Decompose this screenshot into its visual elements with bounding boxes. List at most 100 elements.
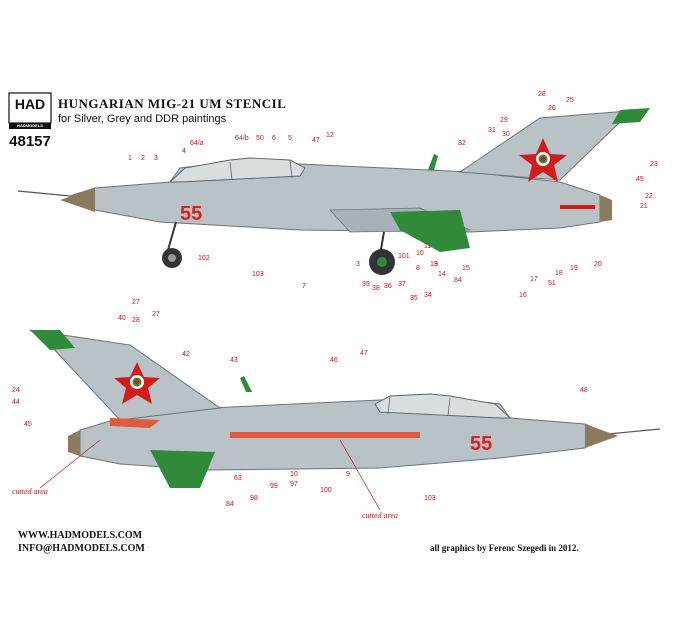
hadmodels-logo — [8, 92, 52, 129]
callout-top-24: 18 — [555, 270, 563, 277]
exhaust-nozzle — [600, 195, 612, 222]
product-code: 48157 — [9, 133, 51, 150]
callout-top-30: 14 — [438, 271, 446, 278]
credit-text: all graphics by Ferenc Szegedi in 2012. — [430, 543, 579, 553]
callout-top-20: 22 — [645, 193, 653, 200]
sheet-title: HUNGARIAN MIG-21 UM STENCIL — [58, 96, 287, 111]
tactical-number-top: 55 — [180, 203, 202, 225]
callout-top-36: 9 — [434, 261, 438, 268]
callout-top-4: 64/a — [190, 140, 204, 147]
stabilizer-green-bottom — [150, 450, 215, 488]
logo-subtext: HADMODELS — [17, 123, 43, 128]
callout-top-26: 16 — [519, 292, 527, 299]
website-text: WWW.HADMODELS.COM — [18, 530, 143, 541]
exhaust-nozzle-bottom — [68, 430, 80, 456]
callout-top-8: 5 — [288, 135, 292, 142]
logo-text: HAD — [14, 96, 46, 112]
callout-bottom-10: 47 — [360, 350, 368, 357]
callout-top-35: 8 — [416, 265, 420, 272]
callout-top-32: 11 — [424, 243, 431, 250]
callout-top-38: 35 — [410, 295, 418, 302]
callout-top-29: 15 — [462, 265, 470, 272]
callout-top-28: 84 — [454, 277, 462, 284]
callout-bottom-3: 27 — [152, 311, 160, 318]
pitot-tube-bottom — [607, 428, 661, 435]
annotation-cutted-left: cutted area — [12, 487, 48, 496]
callout-top-10: 12 — [326, 132, 334, 139]
callout-bottom-17: 10 — [290, 471, 298, 478]
callout-top-42: 39 — [362, 281, 370, 288]
callout-bottom-6: 24 — [12, 387, 20, 394]
callout-top-17: 25 — [566, 97, 574, 104]
callout-top-45: 103 — [252, 271, 264, 278]
stabilizer-green — [390, 210, 470, 252]
callout-top-12: 31 — [488, 127, 496, 134]
fin-tip-green — [612, 108, 650, 124]
callout-top-44: 7 — [302, 283, 306, 290]
callout-top-34: 101 — [398, 253, 410, 260]
callout-top-16: 26 — [548, 105, 556, 112]
callout-top-11: 32 — [458, 140, 466, 147]
callout-bottom-2: 28 — [132, 317, 140, 324]
callout-bottom-16: 97 — [290, 481, 298, 488]
red-strip — [560, 205, 595, 209]
callout-top-9: 47 — [312, 137, 320, 144]
callout-bottom-13: 84 — [226, 501, 234, 508]
tactical-number-bottom: 55 — [470, 433, 492, 455]
main-gear — [369, 231, 395, 275]
callout-bottom-9: 46 — [330, 357, 338, 364]
fin-tip-green-bottom — [30, 330, 75, 350]
roundel-star-top — [519, 138, 567, 182]
antenna-green-bottom — [240, 376, 252, 392]
red-cutted-strip-tail — [110, 418, 160, 428]
callout-top-2: 3 — [154, 155, 158, 162]
callout-top-22: 20 — [594, 261, 602, 268]
callout-bottom-1: 27 — [132, 299, 140, 306]
nose-cone — [60, 188, 95, 212]
callout-top-43: 3 — [356, 261, 360, 268]
callout-bottom-18: 100 — [320, 487, 332, 494]
callout-bottom-20: 103 — [424, 495, 436, 502]
callout-bottom-11: 48 — [580, 387, 588, 394]
callout-top-14: 30 — [502, 131, 510, 138]
antenna-green — [428, 154, 438, 170]
callout-top-25: 17 — [530, 276, 538, 283]
callout-top-19: 45 — [636, 176, 644, 183]
roundel-star-bottom — [114, 362, 160, 404]
callout-bottom-4: 42 — [182, 351, 190, 358]
callout-top-13: 29 — [500, 117, 508, 124]
callout-bottom-5: 43 — [230, 357, 238, 364]
callout-top-0: 1 — [128, 155, 132, 162]
callout-top-37: 34 — [424, 292, 432, 299]
callout-top-7: 6 — [272, 135, 276, 142]
callout-bottom-19: 9 — [346, 471, 350, 478]
callout-top-18: 23 — [650, 161, 658, 168]
callout-top-46: 102 — [198, 255, 210, 262]
callout-top-5: 64/b — [235, 135, 249, 142]
callout-top-40: 36 — [384, 283, 392, 290]
annotation-cutted-right: cutted area — [362, 511, 398, 520]
callout-top-39: 37 — [398, 281, 406, 288]
callout-top-33: 10 — [416, 250, 424, 257]
callout-top-23: 19 — [570, 265, 578, 272]
callout-top-15: 28 — [538, 91, 546, 98]
callout-top-27: 51 — [548, 280, 556, 287]
callout-top-1: 2 — [141, 155, 145, 162]
nose-gear — [162, 221, 182, 268]
callout-top-6: 50 — [256, 135, 264, 142]
pitot-tube — [17, 190, 71, 197]
callout-top-31: 13 — [430, 261, 438, 268]
callout-bottom-8: 45 — [24, 421, 32, 428]
callout-bottom-14: 98 — [250, 495, 258, 502]
nose-cone-bottom — [585, 424, 618, 448]
callout-top-21: 21 — [640, 203, 648, 210]
sheet-subtitle: for Silver, Grey and DDR paintings — [58, 113, 227, 125]
callout-top-41: 38 — [372, 285, 380, 292]
email-text: INFO@HADMODELS.COM — [18, 543, 145, 554]
red-cutted-strip — [230, 432, 420, 438]
callout-bottom-12: 63 — [234, 475, 242, 482]
callout-bottom-0: 40 — [118, 315, 126, 322]
